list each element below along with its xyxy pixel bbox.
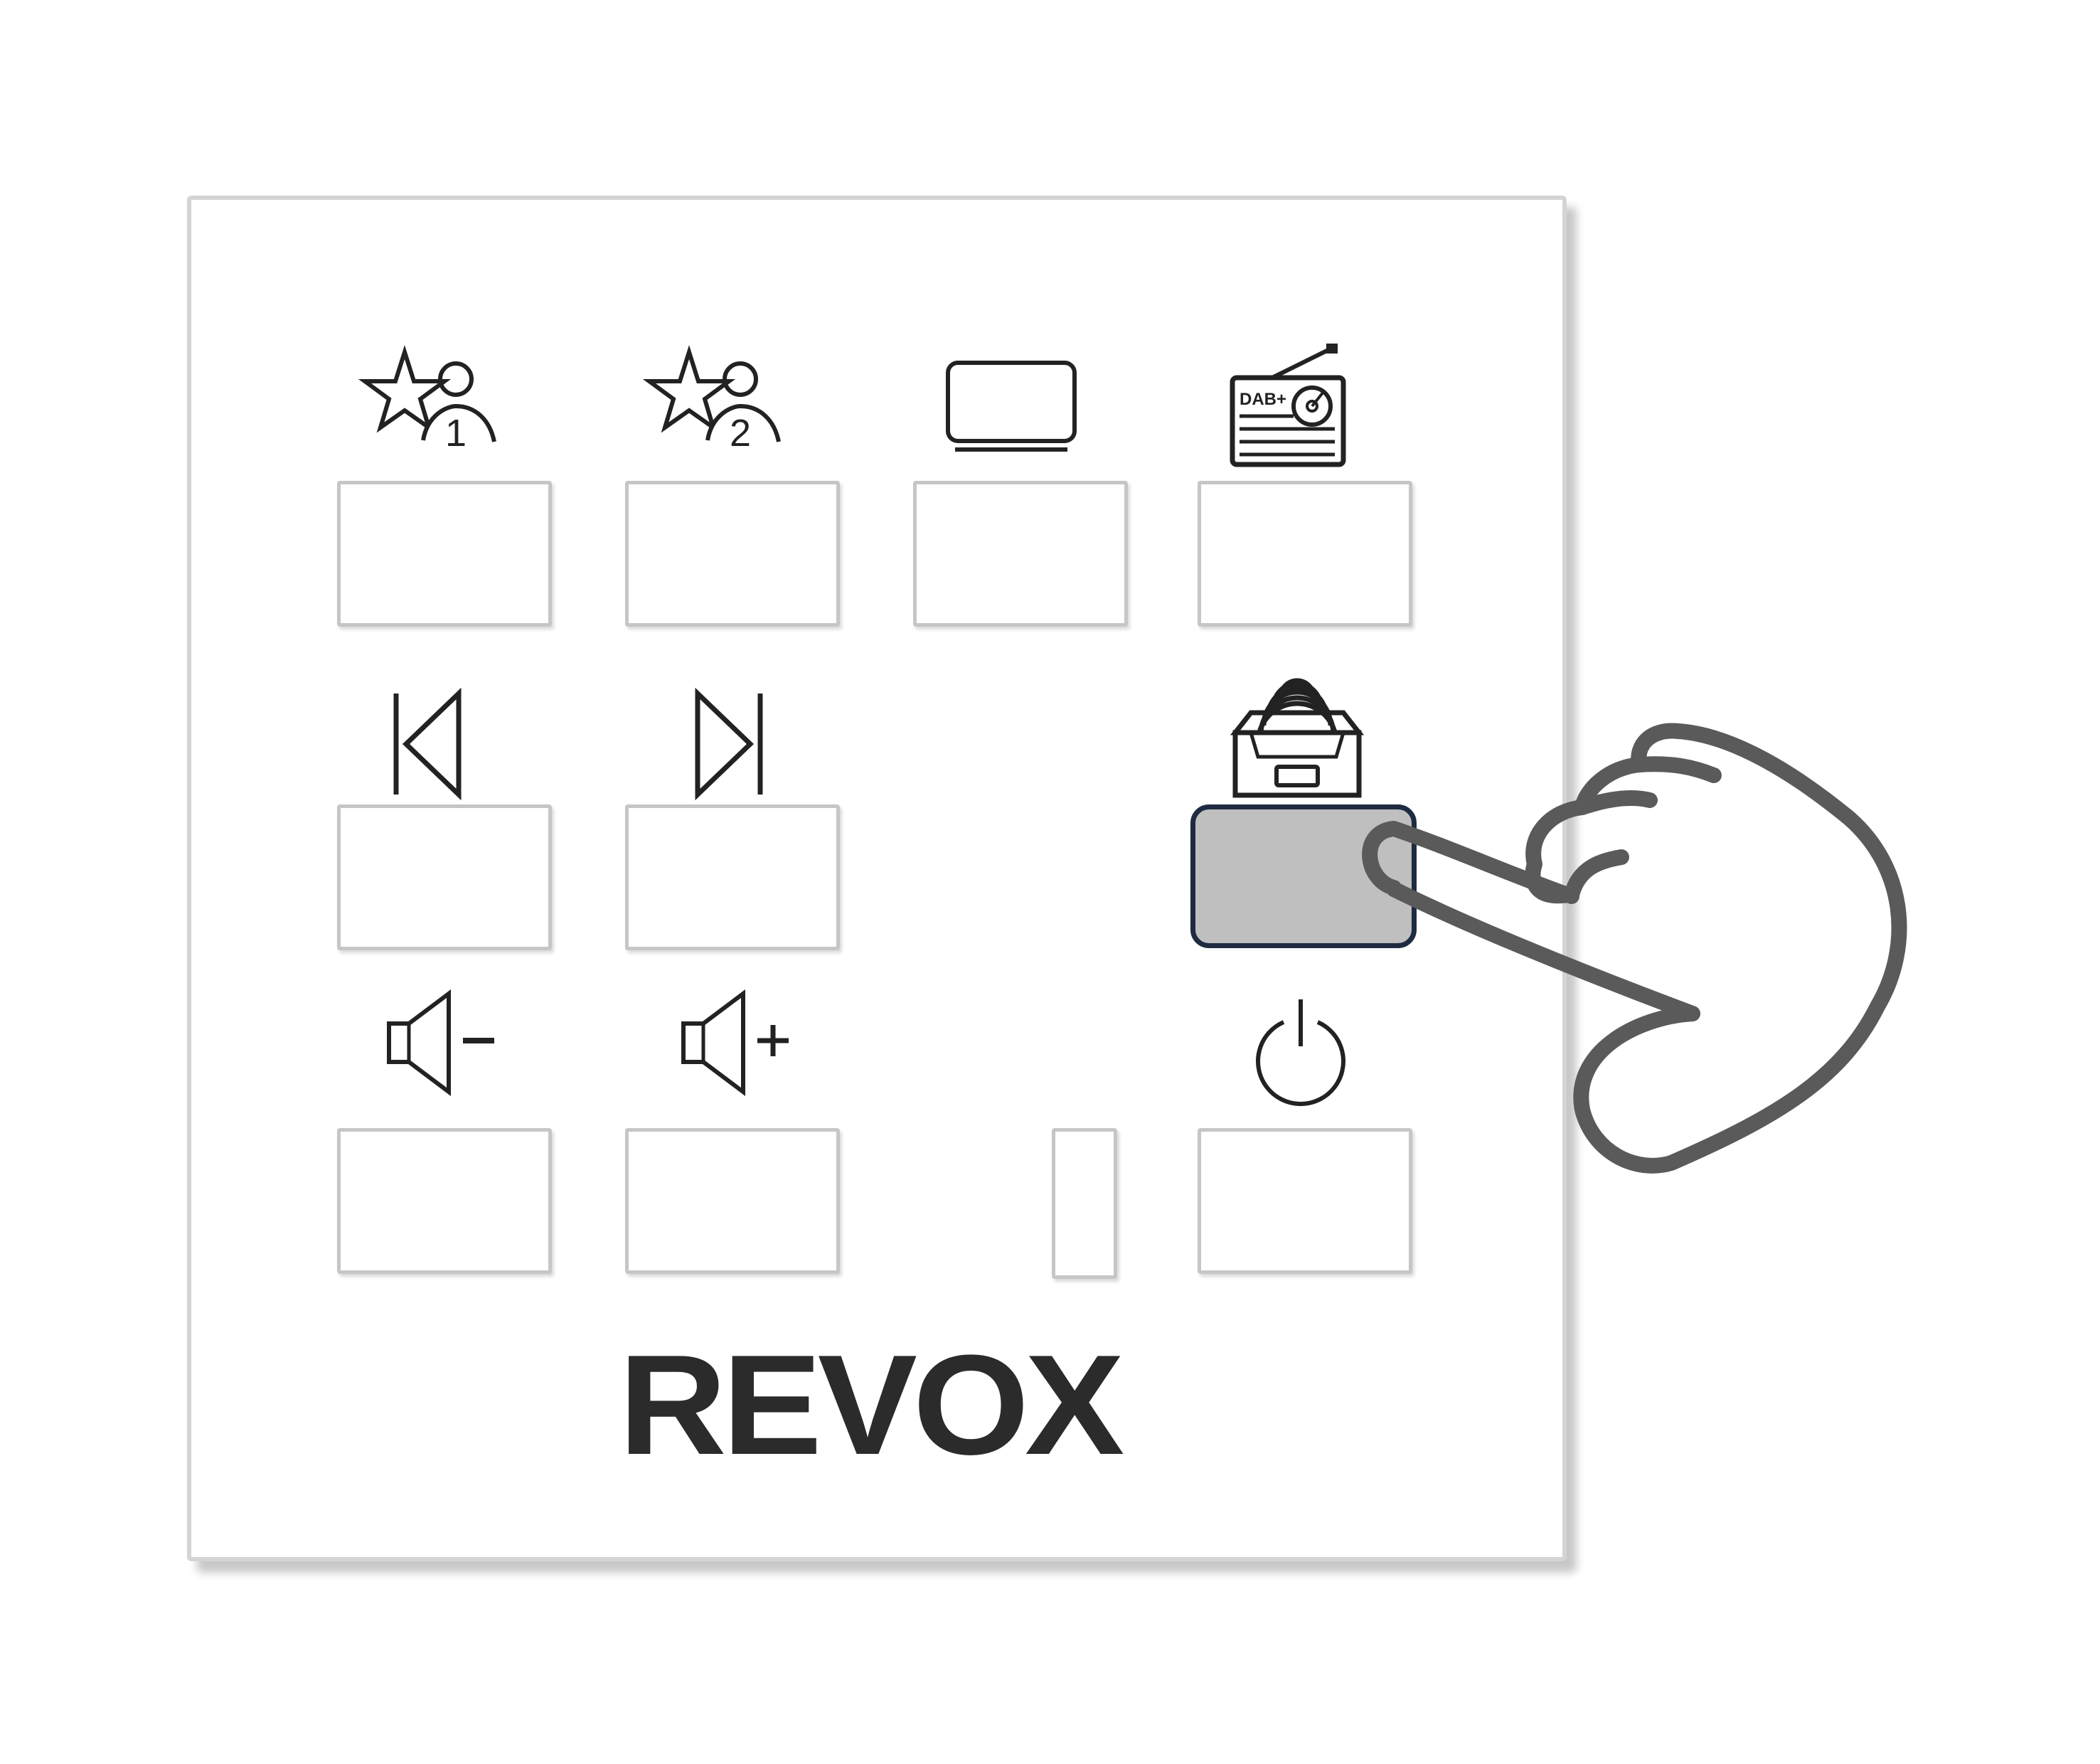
- power-key[interactable]: [1198, 1128, 1412, 1274]
- svg-text:REVOX: REVOX: [619, 1332, 1124, 1467]
- volume-down-key[interactable]: [337, 1128, 552, 1274]
- media-library-icon: [1230, 673, 1365, 801]
- next-track-key[interactable]: [625, 804, 840, 950]
- next-track-icon: [689, 687, 767, 801]
- favorite-user-2-icon: 2: [642, 345, 789, 456]
- revox-logo: REVOX: [619, 1326, 1128, 1484]
- volume-down-icon: [383, 989, 504, 1096]
- svg-text:DAB+: DAB+: [1240, 390, 1286, 409]
- favorite-user-1-icon: 1: [358, 345, 504, 456]
- tv-key[interactable]: [913, 481, 1128, 627]
- dab-radio-icon: DAB+: [1230, 342, 1358, 470]
- previous-track-icon: [390, 687, 469, 801]
- favorite-2-key[interactable]: [625, 481, 840, 627]
- tv-icon: [945, 360, 1080, 452]
- favorite-1-key[interactable]: [337, 481, 552, 627]
- power-icon: [1251, 997, 1350, 1106]
- volume-up-key[interactable]: [625, 1128, 840, 1274]
- svg-text:1: 1: [445, 412, 467, 455]
- status-led-key[interactable]: [1052, 1128, 1117, 1279]
- svg-text:2: 2: [730, 412, 751, 455]
- previous-track-key[interactable]: [337, 804, 552, 950]
- dab-radio-key[interactable]: [1198, 481, 1412, 627]
- volume-up-icon: [678, 989, 799, 1096]
- pointing-hand-icon: [1337, 683, 2013, 1195]
- revox-keypad-panel: 1 2 DAB+: [187, 196, 1567, 1561]
